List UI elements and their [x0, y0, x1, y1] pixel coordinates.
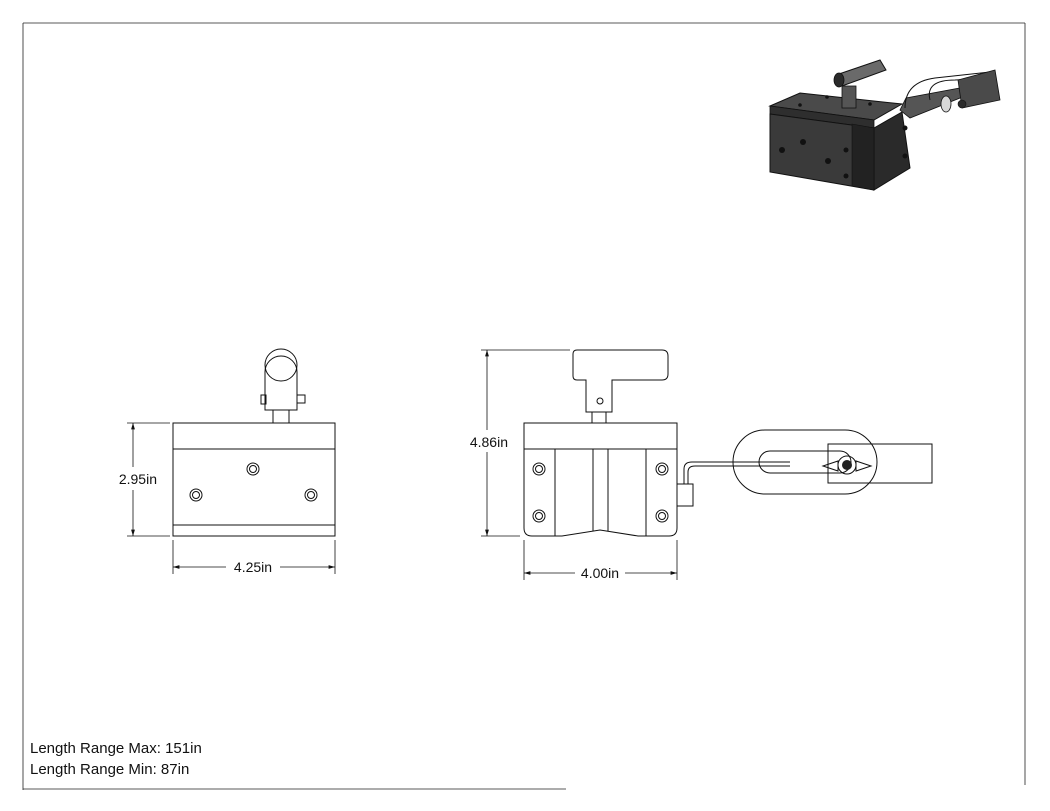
isometric-view [768, 59, 1001, 191]
side-view [523, 349, 933, 537]
side-width-label: 4.00in [581, 565, 619, 581]
side-screw [532, 509, 546, 523]
front-height-label: 2.95in [119, 471, 157, 487]
side-height-dimension: 4.86in [470, 349, 570, 537]
side-height-label: 4.86in [470, 434, 508, 450]
front-screw [304, 488, 318, 502]
side-screw [655, 509, 669, 523]
sheet-border [22, 22, 1026, 790]
front-view [172, 348, 336, 537]
front-screw [189, 488, 203, 502]
length-range-min-note: Length Range Min: 87in [30, 761, 190, 778]
side-screw [655, 462, 669, 476]
front-height-dimension: 2.95in [119, 422, 170, 537]
side-width-dimension: 4.00in [523, 540, 678, 581]
front-screw [246, 462, 260, 476]
length-range-max-note: Length Range Max: 151in [30, 740, 202, 757]
front-width-dimension: 4.25in [172, 540, 336, 575]
side-screw [532, 462, 546, 476]
front-width-label: 4.25in [234, 559, 272, 575]
